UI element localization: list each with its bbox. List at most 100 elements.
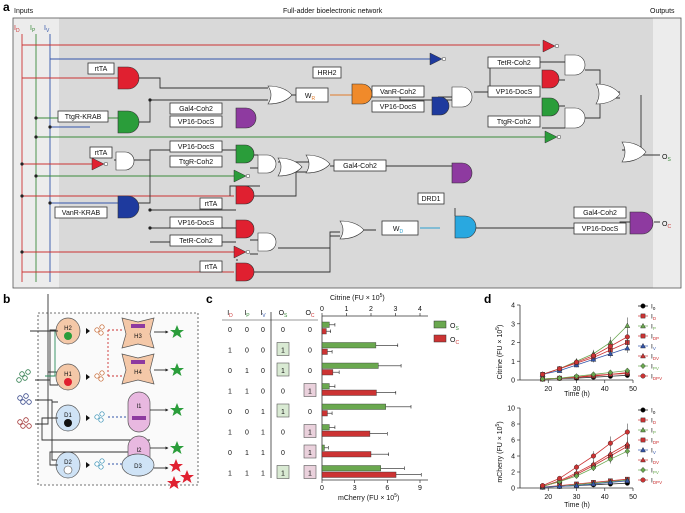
wd-label: WD bbox=[393, 226, 404, 235]
x-tick-label: 30 bbox=[573, 386, 581, 393]
table-cell: 0 bbox=[228, 450, 232, 457]
series-line bbox=[542, 480, 628, 488]
legend-label: IP bbox=[651, 428, 656, 436]
bar-os bbox=[321, 403, 386, 410]
data-point bbox=[573, 473, 580, 479]
output-c-label: OC bbox=[662, 221, 671, 230]
star-icon bbox=[170, 403, 184, 416]
y-tick-label: 2 bbox=[511, 340, 515, 347]
panel-b-wires bbox=[35, 294, 58, 461]
x-tick-label: 20 bbox=[544, 386, 552, 393]
data-point bbox=[640, 373, 646, 379]
bottom-chart-x-label: Time (h) bbox=[564, 502, 590, 509]
wr-text: W bbox=[305, 93, 312, 100]
table-header-cell: OS bbox=[279, 310, 288, 319]
box-rttA-1: rtTA bbox=[87, 62, 115, 75]
box-label: DRD1 bbox=[421, 196, 440, 203]
or-gate-4 bbox=[305, 154, 331, 174]
table-cell: 0 bbox=[261, 348, 265, 355]
data-point bbox=[640, 467, 646, 473]
data-point bbox=[556, 483, 563, 489]
table-cell: 0 bbox=[261, 368, 265, 375]
box-label: Gal4-Coh2 bbox=[583, 210, 617, 217]
data-point bbox=[557, 366, 563, 372]
panel-d-letter: d bbox=[484, 292, 491, 306]
box-label: VP16-DocS bbox=[178, 220, 215, 227]
not-gate-green-2 bbox=[233, 169, 247, 183]
table-highlight bbox=[303, 424, 317, 438]
box-label: TtgR-Coh2 bbox=[179, 159, 213, 166]
table-cell: 1 bbox=[228, 471, 232, 478]
data-point bbox=[640, 456, 646, 463]
bottom-tick-label: 3 bbox=[353, 485, 357, 492]
box-rtta-3: rtTA bbox=[199, 197, 223, 210]
input-label-v: IV bbox=[44, 25, 50, 34]
not-gate-red-3 bbox=[233, 245, 247, 259]
table-cell: 1 bbox=[261, 450, 265, 457]
legend-sub: DV bbox=[653, 356, 659, 361]
cell-d3: D3 bbox=[121, 453, 155, 477]
and-gate-green-3 bbox=[235, 144, 255, 164]
molecules-teal-1 bbox=[94, 411, 105, 423]
data-point bbox=[590, 353, 596, 359]
and-gate-green-2 bbox=[541, 97, 560, 117]
series-line bbox=[542, 370, 628, 380]
table-cell: 1 bbox=[261, 409, 265, 416]
box-vp16-docs-4: VP16-DocS bbox=[169, 140, 223, 153]
data-point bbox=[624, 429, 630, 435]
y-tick-label: 0 bbox=[511, 486, 515, 493]
legend-label: ID bbox=[651, 418, 657, 426]
table-cell: 1 bbox=[281, 348, 285, 355]
table-cell: 0 bbox=[261, 327, 265, 334]
table-cell: 1 bbox=[245, 389, 249, 396]
panel-b-arrows bbox=[80, 328, 90, 468]
top-tick-label: 3 bbox=[394, 306, 398, 313]
legend-label: IDPV bbox=[651, 478, 662, 486]
legend-sub: DPV bbox=[653, 376, 662, 381]
data-point bbox=[573, 482, 580, 488]
box-label: rtTA bbox=[205, 201, 218, 208]
y-tick-label: 2 bbox=[511, 470, 515, 477]
header-network: Full-adder bioelectronic network bbox=[283, 8, 383, 15]
legend-label-os: OS bbox=[450, 323, 459, 332]
bar-os bbox=[321, 362, 379, 369]
bottom-label-text: mCherry (FU × 10 bbox=[338, 495, 394, 502]
cell-h4: H4 bbox=[121, 353, 155, 385]
box-vp16-docs-5: VP16-DocS bbox=[169, 216, 223, 229]
cell-h2: H2 bbox=[55, 317, 81, 345]
bar-legend: OS OC bbox=[433, 320, 459, 346]
star-icon bbox=[170, 441, 184, 454]
bar-os bbox=[321, 465, 381, 472]
table-cell: 1 bbox=[261, 471, 265, 478]
table-header-cell: IV bbox=[260, 310, 266, 319]
table-header-cell: IP bbox=[244, 310, 250, 319]
legend-label: IP bbox=[651, 324, 656, 332]
legend-sub: 0 bbox=[653, 410, 656, 415]
series-line bbox=[542, 443, 628, 487]
data-point bbox=[640, 417, 646, 423]
star-icon bbox=[170, 325, 184, 338]
data-point bbox=[573, 373, 580, 380]
data-point bbox=[624, 367, 631, 374]
input-v-sub: V bbox=[46, 28, 50, 34]
box-label: Gal4-Coh2 bbox=[179, 106, 213, 113]
box-label: TetR-Coh2 bbox=[497, 60, 531, 67]
and-gate-red-3 bbox=[235, 185, 255, 205]
cell-i1: I1 bbox=[127, 391, 151, 433]
star-icons-red bbox=[167, 459, 194, 489]
panel-b-solid-links bbox=[30, 330, 150, 466]
table-cell: 0 bbox=[308, 368, 312, 375]
or-gate-2 bbox=[595, 83, 621, 105]
box-hrh2: HRH2 bbox=[312, 66, 342, 79]
and-gate-red-5 bbox=[235, 219, 255, 239]
panel-a-letter: a bbox=[3, 0, 10, 14]
cell-h3: H3 bbox=[121, 317, 155, 349]
box-label: HRH2 bbox=[317, 70, 336, 77]
data-point bbox=[640, 352, 646, 359]
cell-d1: D1 bbox=[55, 404, 81, 432]
not-gate-red-2 bbox=[91, 157, 105, 171]
y-tick-label: 4 bbox=[511, 303, 515, 310]
box-label: VanR-Coh2 bbox=[380, 89, 416, 96]
panel-b-out-arrows bbox=[150, 330, 169, 470]
